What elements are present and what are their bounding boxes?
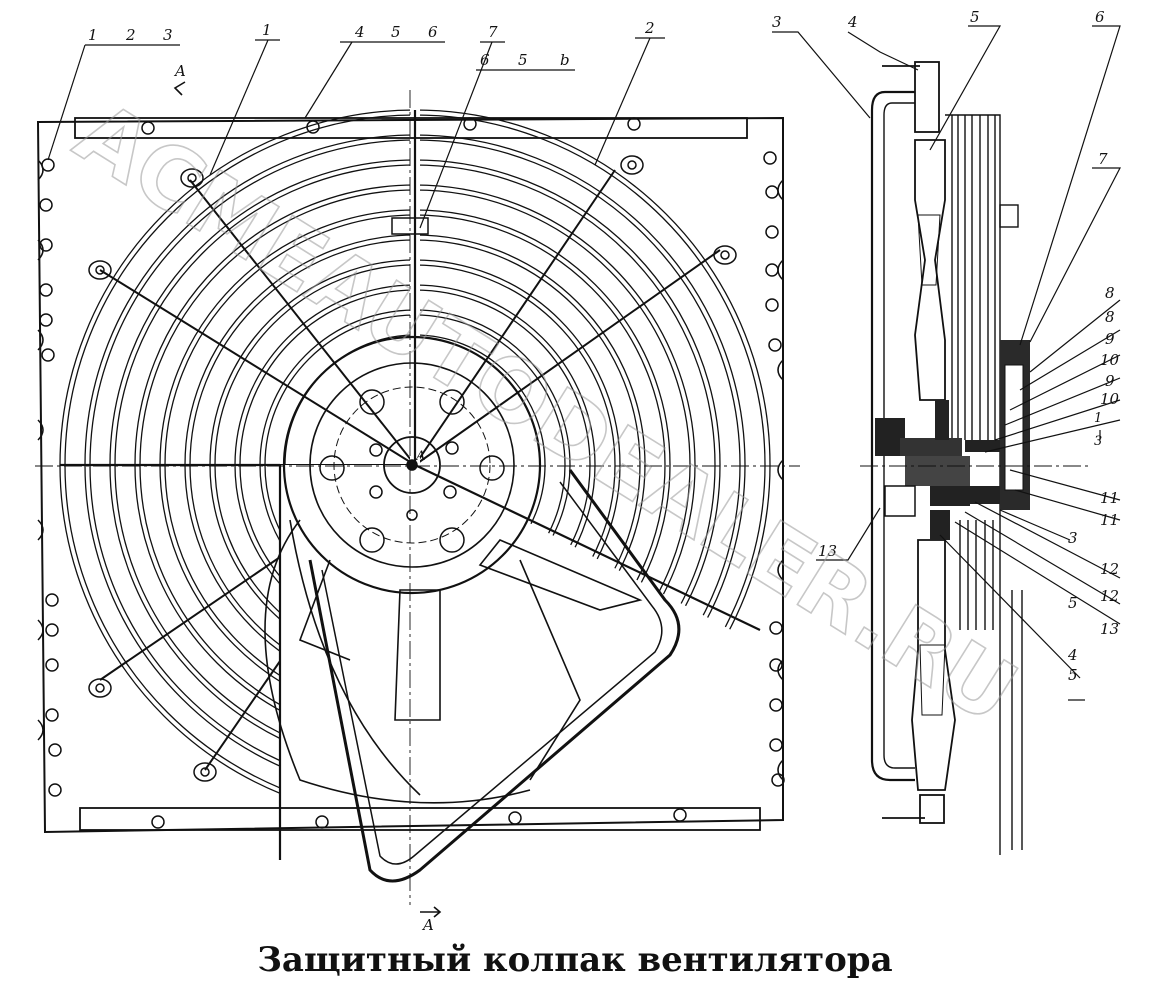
callout-side-5c: 5 <box>1068 666 1078 684</box>
callout-side-11b: 11 <box>1100 511 1119 529</box>
callout-side-10: 10 <box>1100 351 1120 369</box>
center-lines <box>35 90 800 905</box>
frame-holes-right <box>763 151 785 787</box>
callout-side-8b: 8 <box>1105 308 1115 326</box>
fan-hub <box>282 335 542 595</box>
section-label-bottom: A <box>421 916 434 930</box>
support-triangle <box>308 469 681 883</box>
side-bracket <box>870 90 915 782</box>
side-leaders <box>772 25 1121 701</box>
support-triangle-inner <box>321 481 663 865</box>
side-view <box>772 25 1121 855</box>
callout-front-b: b <box>560 51 570 69</box>
side-callout-labels: 3 4 5 6 7 8 8 9 10 9 10 1 3 11 11 3 12 1… <box>772 8 1120 684</box>
callout-front-5b: 5 <box>518 51 528 69</box>
callout-front-6: 6 <box>428 23 438 41</box>
callout-side-6: 6 <box>1095 8 1105 26</box>
callout-front-2: 2 <box>125 26 136 44</box>
callout-front-4: 4 <box>354 23 365 41</box>
callout-front-5: 5 <box>391 23 401 41</box>
callout-side-3: 3 <box>772 13 782 31</box>
guard-sector-edge <box>60 110 761 860</box>
front-leaders <box>47 37 665 229</box>
callout-side-13: 13 <box>818 542 837 560</box>
callout-front-2b: 2 <box>644 19 655 37</box>
fan-blades <box>264 519 643 804</box>
callout-side-1: 1 <box>1094 411 1102 426</box>
callout-front-6b: 6 <box>480 51 490 69</box>
side-clips <box>882 61 945 824</box>
callout-side-9b: 9 <box>1105 372 1115 390</box>
callout-side-5: 5 <box>970 8 980 26</box>
callout-side-10b: 10 <box>1100 390 1120 408</box>
front-callout-labels: 1 2 3 1 4 5 6 7 6 5 b 2 A A A <box>88 19 655 930</box>
bottom-mounting-bar <box>79 807 761 831</box>
callout-side-12b: 12 <box>1100 587 1119 605</box>
callout-side-11: 11 <box>1100 489 1119 507</box>
callout-side-12: 12 <box>1100 560 1119 578</box>
radiator-core <box>945 114 1023 855</box>
frame-plate <box>36 116 784 834</box>
callout-side-13r: 13 <box>1100 620 1119 638</box>
callout-side-3b: 3 <box>1068 529 1078 547</box>
center-label: A <box>415 449 425 464</box>
drawing-caption: Защитный колпак вентилятора <box>257 940 893 980</box>
side-blade-bottom <box>911 539 956 791</box>
callout-side-8: 8 <box>1105 284 1115 302</box>
callout-side-4: 4 <box>847 13 858 31</box>
section-arrow-top <box>173 81 186 96</box>
fan-guard-drawing: 1 2 3 1 4 5 6 7 6 5 b 2 A A A 3 4 5 6 7 … <box>35 8 1121 930</box>
frame-holes-left <box>39 158 62 797</box>
side-blade-top <box>914 139 946 401</box>
watermark: ACMEAUTODEALER.RU <box>59 83 1033 743</box>
guard-lugs <box>88 155 737 782</box>
section-arrow-bottom <box>420 906 442 918</box>
side-hub-section <box>875 340 1030 540</box>
callout-side-4b: 4 <box>1067 646 1078 664</box>
callout-front-1: 1 <box>88 26 98 44</box>
callout-side-7: 7 <box>1098 150 1108 168</box>
callout-side-5b: 5 <box>1068 594 1078 612</box>
callout-side-3c: 3 <box>1094 434 1102 449</box>
callout-front-7: 7 <box>488 23 498 41</box>
section-label-top: A <box>173 62 186 80</box>
callout-front-3: 3 <box>163 26 173 44</box>
callout-front-guard: 1 <box>262 21 272 39</box>
callout-side-9: 9 <box>1105 330 1115 348</box>
